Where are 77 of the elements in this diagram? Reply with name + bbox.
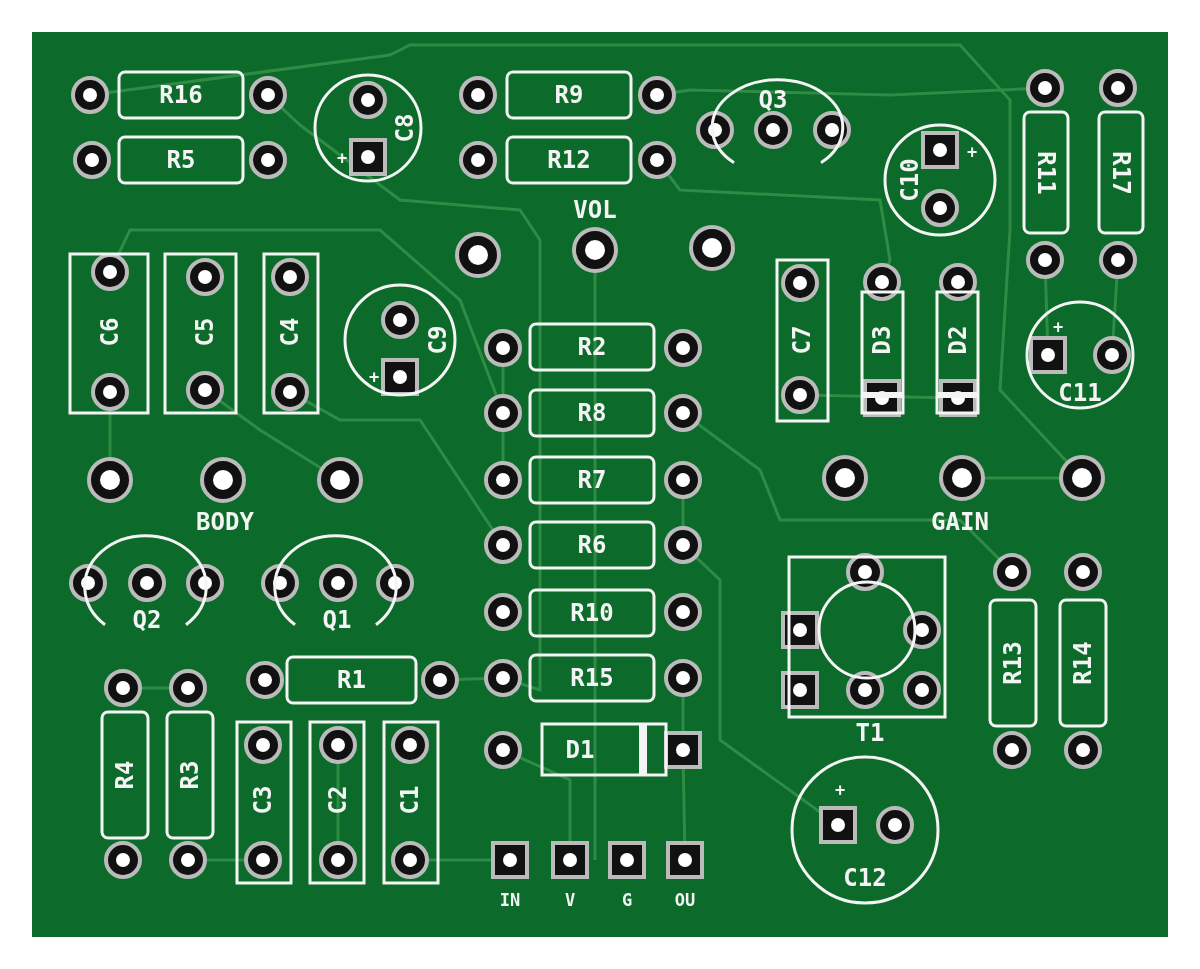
resistor-outline: [1097, 110, 1145, 235]
component-label: R4: [113, 760, 137, 790]
potentiometer-label: BODY: [196, 510, 254, 534]
component-label: D1: [565, 738, 595, 762]
electrolytic-capacitor-outline: [790, 755, 940, 905]
component-label: R9: [554, 83, 584, 107]
component-label: C7: [790, 325, 814, 355]
capacitor-outline: [68, 252, 150, 415]
polarity-mark: +: [336, 149, 348, 167]
potentiometer-label: GAIN: [931, 510, 989, 534]
component-label: C1: [398, 785, 422, 815]
component-label: C8: [393, 113, 417, 143]
component-label: R10: [570, 601, 614, 625]
resistor-outline: [165, 710, 215, 840]
resistor-outline: [988, 598, 1038, 728]
component-label: R7: [577, 468, 607, 492]
pin-label: G: [621, 891, 633, 909]
diode-outline: [860, 290, 905, 415]
component-label: R17: [1109, 150, 1133, 195]
component-label: R8: [577, 401, 607, 425]
component-label: D2: [946, 325, 970, 355]
resistor-outline: [1022, 110, 1070, 235]
component-label: C10: [898, 158, 922, 202]
component-label: C2: [326, 785, 350, 815]
component-label: R12: [547, 148, 591, 172]
component-label: C6: [98, 317, 122, 347]
component-label: R13: [1001, 641, 1025, 685]
pin-label: IN: [499, 891, 521, 909]
resistor-outline: [528, 653, 656, 703]
resistor-outline: [528, 588, 656, 638]
component-label: C4: [278, 317, 302, 347]
component-label: C3: [251, 785, 275, 815]
component-label: R3: [178, 760, 202, 790]
pin-label: OU: [674, 891, 696, 909]
resistor-outline: [1058, 598, 1108, 728]
component-label: R11: [1034, 150, 1058, 195]
diode-outline: [540, 722, 668, 777]
component-label: R2: [577, 335, 607, 359]
component-label: R5: [166, 148, 196, 172]
diode-outline: [935, 290, 980, 415]
resistor-outline: [117, 70, 245, 120]
polarity-mark: +: [1052, 318, 1064, 336]
component-label: R6: [577, 533, 607, 557]
polarity-mark: +: [834, 781, 846, 799]
component-label: C9: [426, 325, 450, 355]
potentiometer-label: VOL: [573, 198, 617, 222]
electrolytic-capacitor-outline: [1025, 300, 1135, 410]
component-label: C11: [1058, 381, 1102, 405]
resistor-outline: [117, 135, 245, 185]
resistor-outline: [528, 520, 656, 570]
resistor-outline: [528, 322, 656, 372]
capacitor-outline: [262, 252, 320, 415]
component-label: T1: [855, 721, 885, 745]
component-label: R1: [337, 668, 366, 692]
resistor-outline: [285, 655, 418, 705]
capacitor-outline: [775, 258, 830, 423]
component-label: R16: [159, 83, 203, 107]
resistor-outline: [505, 135, 633, 185]
capacitor-outline: [382, 720, 440, 885]
component-label: R15: [570, 666, 614, 690]
capacitor-outline: [235, 720, 293, 885]
polarity-mark: +: [966, 143, 978, 161]
component-label: R14: [1071, 641, 1095, 685]
electrolytic-capacitor-outline: [313, 73, 423, 183]
polarity-mark: +: [368, 368, 380, 386]
pin-label: V: [564, 891, 576, 909]
resistor-outline: [528, 455, 656, 505]
resistor-outline: [528, 388, 656, 438]
electrolytic-capacitor-outline: [883, 123, 997, 237]
resistor-outline: [505, 70, 633, 120]
component-label: C12: [843, 866, 887, 890]
electrolytic-capacitor-outline: [343, 283, 457, 397]
component-label: D3: [870, 325, 894, 355]
resistor-outline: [100, 710, 150, 840]
capacitor-outline: [308, 720, 366, 885]
component-label: C5: [193, 317, 217, 347]
capacitor-outline: [163, 252, 238, 415]
